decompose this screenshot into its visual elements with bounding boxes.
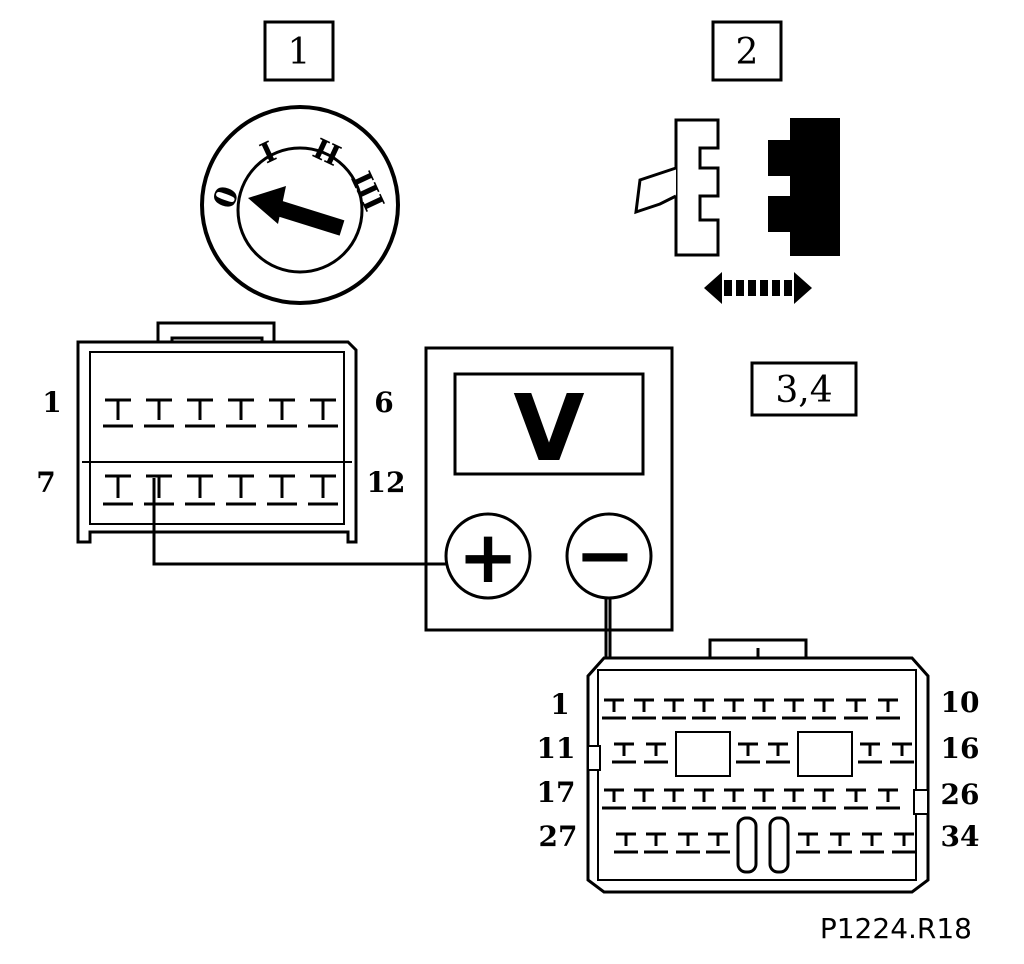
pin-rows-34 — [602, 698, 916, 854]
pin-contact — [632, 698, 656, 720]
pin-label-1: 1 — [42, 386, 61, 419]
pin-contact — [722, 698, 746, 720]
pin-contact — [226, 474, 256, 506]
pin-label-34: 34 — [941, 820, 980, 853]
pin-label-26: 26 — [941, 778, 980, 811]
pin-contact — [876, 698, 900, 720]
pin-contact — [692, 698, 716, 720]
key-arrow-icon — [248, 186, 345, 236]
pin-contact — [644, 832, 668, 854]
pin-contact — [612, 742, 636, 764]
pin-contact — [644, 742, 668, 764]
pin-contact — [844, 788, 868, 810]
pin-contact — [185, 474, 215, 506]
pin-contact — [676, 832, 700, 854]
pin-contact — [890, 742, 914, 764]
pin-label-17: 17 — [537, 776, 576, 809]
connector-disconnect-icon — [634, 118, 840, 304]
pin-contact — [632, 788, 656, 810]
step-1-text: 1 — [288, 32, 311, 73]
ignition-switch: 0 I II III — [200, 105, 400, 305]
pin-contact — [103, 398, 133, 428]
pin-label-1b: 1 — [550, 688, 569, 721]
pin-contact — [812, 788, 836, 810]
pin-contact — [706, 832, 730, 854]
voltmeter-display: V — [513, 375, 584, 482]
pin-contact — [722, 788, 746, 810]
pin-contact — [828, 832, 852, 854]
step-2-label: 2 — [711, 20, 783, 82]
pin-contact — [226, 398, 256, 428]
pin-contact — [692, 788, 716, 810]
pin-contact — [144, 474, 174, 506]
pin-contact — [602, 788, 626, 810]
minus-icon: − — [575, 513, 635, 597]
pin-label-16: 16 — [941, 732, 980, 765]
step-2-text: 2 — [736, 32, 759, 73]
connector-34pin: 1 10 11 16 17 26 27 34 — [537, 638, 980, 894]
step-34-text: 3,4 — [775, 370, 832, 411]
pin-label-7: 7 — [36, 466, 55, 499]
pin-contact — [144, 398, 174, 428]
pin-contact — [892, 832, 916, 854]
pin-label-6: 6 — [374, 386, 393, 419]
pin-contact — [662, 698, 686, 720]
pin-contact — [267, 474, 297, 506]
voltmeter: V + − — [424, 346, 674, 632]
step-1-label: 1 — [263, 20, 335, 82]
pin-contact — [736, 742, 760, 764]
pin-label-10: 10 — [941, 686, 980, 719]
pin-contact — [185, 398, 215, 428]
pin-contact — [782, 698, 806, 720]
pin-label-12: 12 — [367, 466, 406, 499]
pin-label-27: 27 — [539, 820, 578, 853]
pin-contact — [614, 832, 638, 854]
pin-contact — [796, 832, 820, 854]
pin-contact — [308, 398, 338, 428]
plus-terminal[interactable]: + — [444, 512, 532, 600]
pin-contact — [844, 698, 868, 720]
connector-12pin: 1 6 7 12 — [36, 321, 406, 544]
pin-contact — [602, 698, 626, 720]
pin-contact — [752, 788, 776, 810]
pin-contact — [267, 398, 297, 428]
pin-contact — [766, 742, 790, 764]
pin-contact — [662, 788, 686, 810]
pin-contact — [860, 832, 884, 854]
pin-label-11: 11 — [537, 732, 576, 765]
reference-code: P1224.R18 — [820, 912, 972, 945]
pin-contact — [876, 788, 900, 810]
pin-contact — [782, 788, 806, 810]
pin-contact — [308, 474, 338, 506]
pin-contact — [858, 742, 882, 764]
double-arrow-icon — [704, 272, 812, 304]
plus-icon: + — [458, 515, 518, 599]
pin-contact — [812, 698, 836, 720]
step-34-label: 3,4 — [750, 361, 858, 417]
pin-contact — [103, 474, 133, 506]
minus-terminal[interactable]: − — [565, 512, 653, 600]
pin-contact — [752, 698, 776, 720]
pin-row-12 — [103, 398, 338, 506]
